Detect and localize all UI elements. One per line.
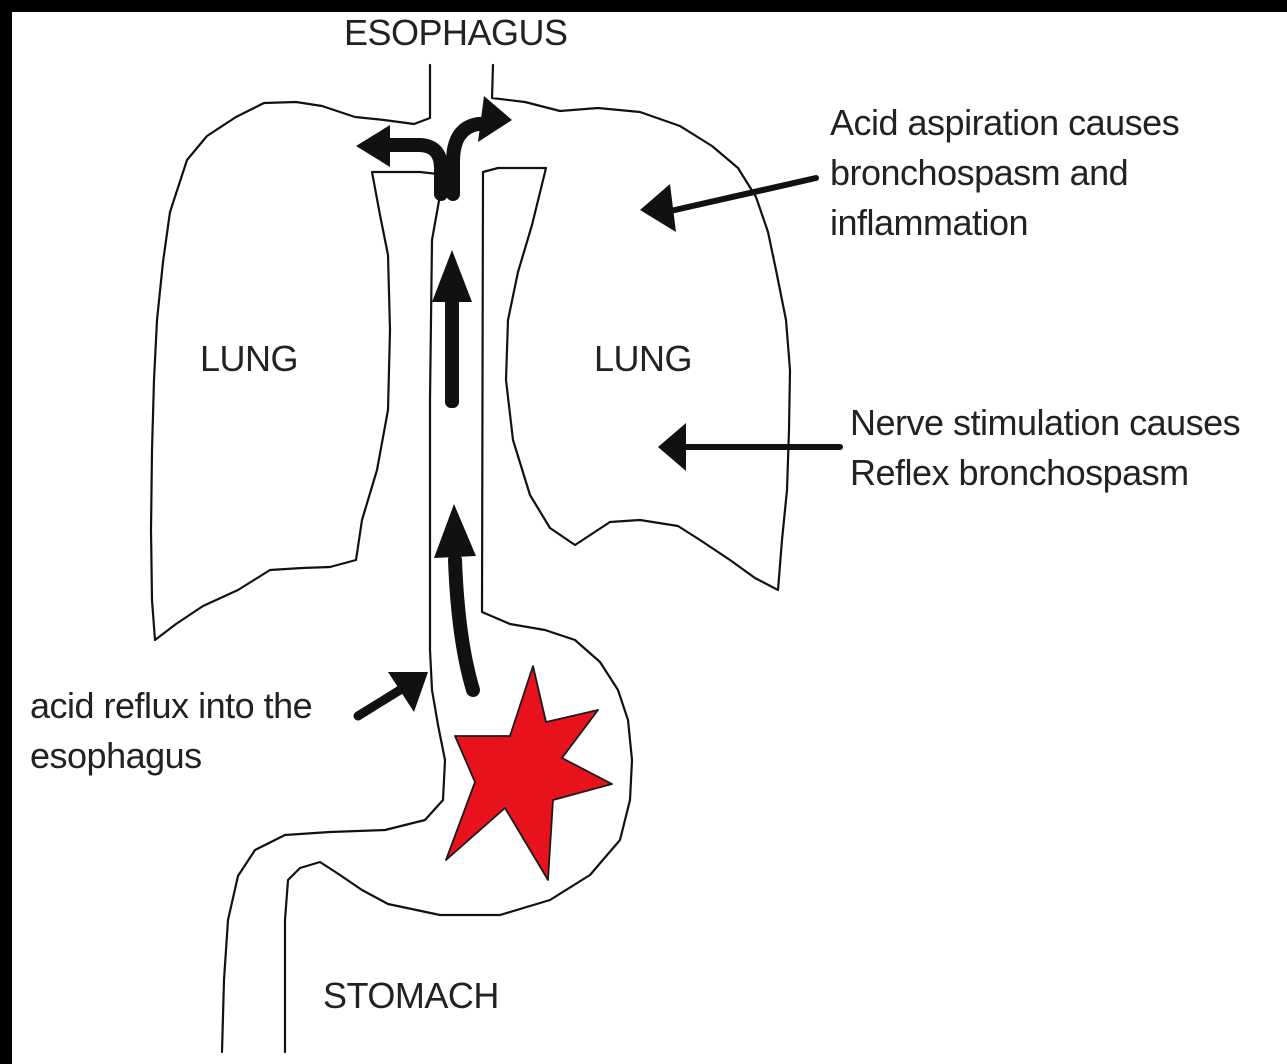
acid-reflux-line-1: acid reflux into the [30, 681, 312, 731]
acid-aspiration-line-3: inflammation [830, 198, 1028, 248]
acid-aspiration-line-2: bronchospasm and [830, 148, 1128, 198]
left-lung-label: LUNG [200, 334, 298, 384]
right-lung-outline [285, 65, 790, 1052]
acid-reflux-line-2: esophagus [30, 731, 202, 781]
esophagus-label: ESOPHAGUS [344, 8, 568, 58]
acid-aspiration-line-1: Acid aspiration causes [830, 98, 1179, 148]
nerve-stimulation-line-2: Reflex bronchospasm [850, 448, 1189, 498]
nerve-stimulation-line-1: Nerve stimulation causes [850, 398, 1240, 448]
red-star-icon [446, 666, 612, 880]
esophagus-stomach-wall [222, 195, 445, 1052]
stomach-label: STOMACH [323, 971, 499, 1021]
upward-reflux-arrows [356, 96, 512, 690]
right-lung-label: LUNG [594, 334, 692, 384]
